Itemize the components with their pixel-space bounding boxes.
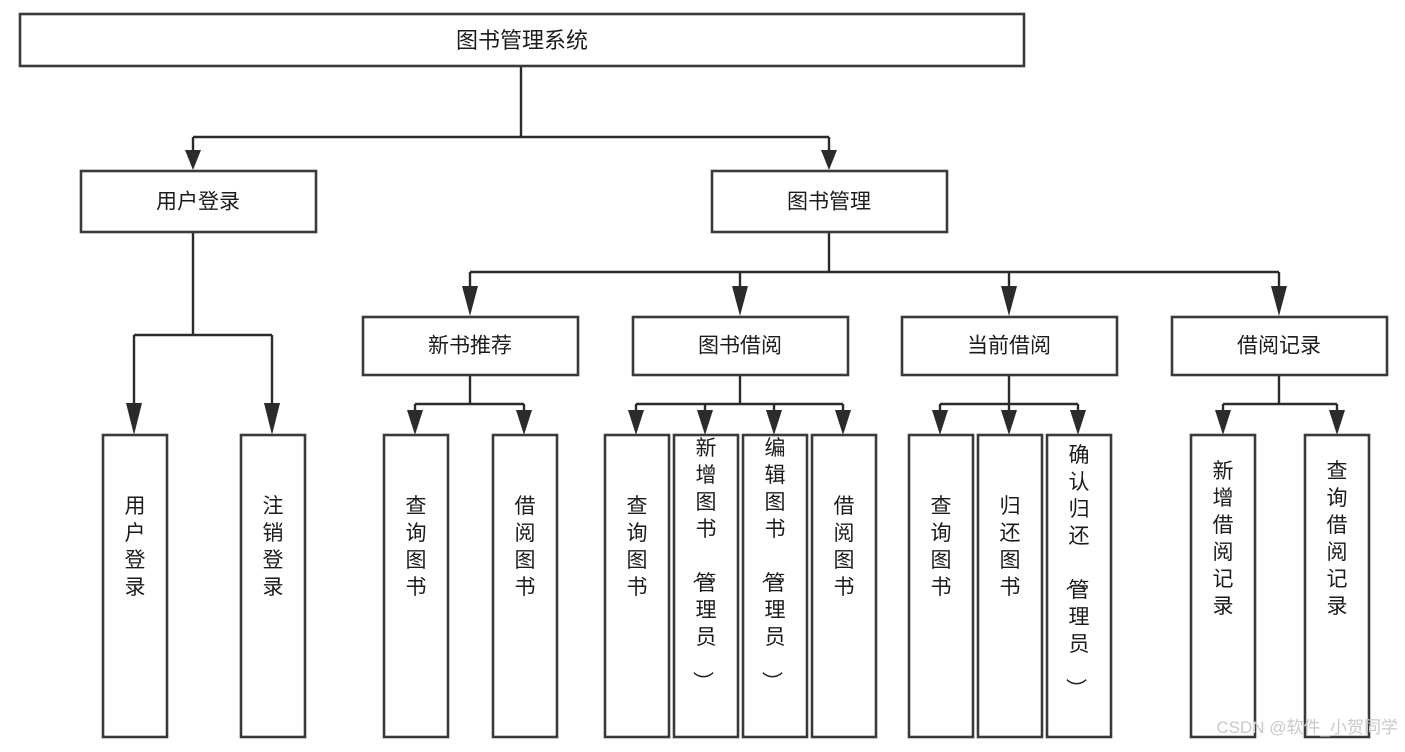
node-book-borrow[interactable]: 图书借阅 [631,315,850,377]
leaf-box [491,433,559,739]
arrow-head-icon [264,403,280,435]
leaf-label: 新增借阅记录 [1213,460,1234,618]
leaf-label: 查询图书 [406,495,427,599]
leaf-node[interactable]: 新增借阅记录 [1189,433,1257,739]
leaf-box [382,433,450,739]
connector-group-level2-to-level3 [462,232,1287,316]
leaf-node[interactable]: 借阅图书 [491,433,559,739]
leaf-label: 确认归还（管理员） [1064,444,1090,699]
connector-group-currentborrow-to-leaves [932,375,1086,435]
leaf-node[interactable]: 用户登录 [101,433,169,739]
leaf-label: 查询图书 [627,495,648,599]
node-book-management-label: 图书管理 [787,191,871,214]
leaf-node[interactable]: 查询图书 [382,433,450,739]
arrow-head-icon [932,410,948,435]
arrow-head-icon [1329,410,1345,435]
leaf-label: 借阅图书 [515,495,536,599]
leaf-box [239,433,307,739]
leaf-box [1045,433,1113,739]
leaf-label: 归还图书 [1000,495,1021,599]
leaf-label: 注销登录 [263,495,284,599]
leaf-box [976,433,1044,739]
arrow-head-icon [628,410,644,435]
leaf-label: 查询借阅记录 [1327,460,1348,618]
leaf-label: 新增图书（管理员） [691,437,717,692]
leaf-node[interactable]: 新增图书（管理员） [672,433,740,739]
node-book-borrow-label: 图书借阅 [698,335,782,358]
node-user-login-box [79,169,318,234]
leaf-label: 借阅图书 [834,495,855,599]
leaf-box [1303,433,1371,739]
arrow-head-icon [126,403,142,435]
connector-group-borrowrecord-to-leaves [1215,375,1345,435]
node-root-system[interactable]: 图书管理系统 [18,12,1026,68]
leaf-box [672,433,740,739]
leaf-node[interactable]: 注销登录 [239,433,307,739]
watermark-text: CSDN @软件_小贺同学 [1216,718,1398,737]
leaf-box [101,433,169,739]
node-borrow-record-box [1170,315,1389,377]
arrow-head-icon [697,410,713,435]
node-current-borrow-box [900,315,1119,377]
leaf-box [810,433,878,739]
arrow-head-icon [1001,286,1017,316]
node-book-borrow-box [631,315,850,377]
leaf-label: 编辑图书（管理员） [760,437,786,692]
arrow-head-icon [462,286,478,316]
node-new-book-recommend-label: 新书推荐 [428,335,512,358]
arrow-head-icon [1001,410,1017,435]
leaf-node[interactable]: 确认归还（管理员） [1045,433,1113,739]
leaf-node[interactable]: 查询图书 [907,433,975,739]
arrow-head-icon [732,286,748,316]
leaf-label: 用户登录 [125,495,146,599]
node-new-book-recommend-box [361,315,580,377]
connector-group-bookborrow-to-leaves [628,375,851,435]
leaf-box [603,433,671,739]
arrow-head-icon [1215,410,1231,435]
leaf-label: 查询图书 [931,495,952,599]
connector-group-userlogin-to-leaves [126,232,280,435]
arrow-head-icon [516,410,532,435]
node-book-management[interactable]: 图书管理 [710,169,949,234]
node-borrow-record-label: 借阅记录 [1237,335,1321,358]
arrow-head-icon [185,150,201,170]
leaf-box [1189,433,1257,739]
node-current-borrow-label: 当前借阅 [967,335,1051,358]
node-new-book-recommend[interactable]: 新书推荐 [361,315,580,377]
leaf-node[interactable]: 编辑图书（管理员） [741,433,809,739]
arrow-head-icon [821,150,837,170]
leaf-node[interactable]: 借阅图书 [810,433,878,739]
leaf-box [741,433,809,739]
node-borrow-record[interactable]: 借阅记录 [1170,315,1389,377]
arrow-head-icon [835,410,851,435]
arrow-head-icon [766,410,782,435]
leaf-node[interactable]: 查询图书 [603,433,671,739]
arrow-head-icon [407,410,423,435]
leaf-box [907,433,975,739]
leaf-node[interactable]: 查询借阅记录 [1303,433,1371,739]
connector-group-root-to-level2 [185,66,837,170]
arrow-head-icon [1271,286,1287,316]
node-user-login[interactable]: 用户登录 [79,169,318,234]
node-book-management-box [710,169,949,234]
node-root-box [18,12,1026,68]
arrow-head-icon [1070,410,1086,435]
node-user-login-label: 用户登录 [156,191,240,214]
node-root-label: 图书管理系统 [456,28,588,53]
node-current-borrow[interactable]: 当前借阅 [900,315,1119,377]
connector-group-newbook-to-leaves [407,375,532,435]
leaf-node[interactable]: 归还图书 [976,433,1044,739]
